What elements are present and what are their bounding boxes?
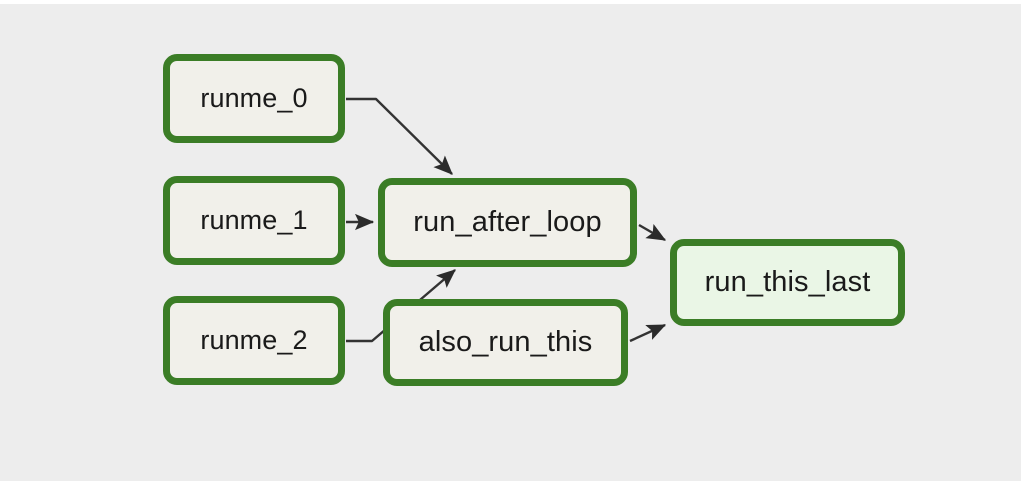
edge-run_after_loop-to-run_this_last — [638, 223, 667, 242]
node-also_run_this[interactable]: also_run_this — [383, 299, 628, 386]
node-runme_1[interactable]: runme_1 — [163, 176, 345, 265]
node-label-also_run_this: also_run_this — [418, 326, 593, 358]
node-runme_2[interactable]: runme_2 — [163, 296, 345, 385]
edge-runme_2-to-run_after_loop — [346, 269, 456, 343]
node-runme_0[interactable]: runme_0 — [163, 54, 345, 143]
node-label-runme_2: runme_2 — [200, 325, 308, 355]
edge-also_run_this-to-run_this_last — [629, 323, 667, 343]
top-white-strip — [0, 0, 1021, 4]
node-run_after_loop[interactable]: run_after_loop — [378, 178, 637, 267]
edge-runme_0-to-run_after_loop — [346, 97, 453, 175]
node-run_this_last[interactable]: run_this_last — [670, 239, 905, 326]
node-label-run_after_loop: run_after_loop — [413, 206, 602, 238]
node-label-run_this_last: run_this_last — [704, 266, 871, 298]
node-label-runme_0: runme_0 — [200, 83, 308, 113]
edges-group — [346, 97, 667, 343]
node-label-runme_1: runme_1 — [200, 205, 308, 235]
